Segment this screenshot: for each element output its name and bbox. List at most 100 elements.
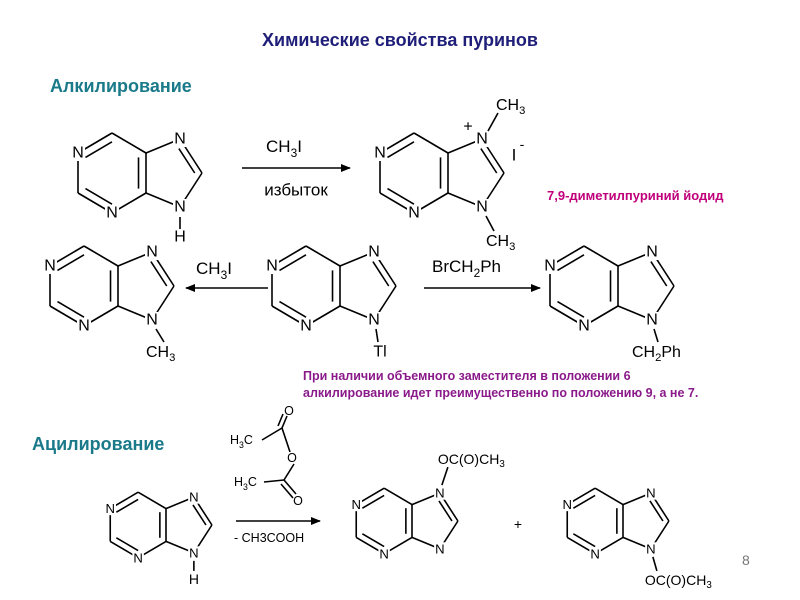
bond <box>281 415 288 429</box>
atom-N7: N <box>646 244 658 261</box>
double-bond <box>277 413 284 427</box>
atom-H: H <box>189 571 199 587</box>
atom-N7: N <box>435 486 444 501</box>
byproduct-ch3cooh: - CH3COOH <box>234 531 304 545</box>
product-9-acetylpurine: N N N N <box>561 486 670 561</box>
atom-N1: N <box>544 258 556 275</box>
double-bond <box>279 254 307 272</box>
double-bond <box>572 533 596 548</box>
atom-N3: N <box>133 550 142 565</box>
bond <box>583 245 619 267</box>
note-line-2: алкилирование идет преимущественно по по… <box>303 386 699 400</box>
atom-N9: N <box>368 312 380 329</box>
bond <box>261 427 283 441</box>
atom-N7: N <box>146 244 158 261</box>
double-bond <box>572 494 596 509</box>
atom-N1: N <box>266 258 278 275</box>
atom-N1: N <box>563 497 572 512</box>
double-bond <box>85 141 113 159</box>
atom-N7: N <box>174 131 186 148</box>
double-bond <box>387 187 415 205</box>
double-bond <box>178 148 196 174</box>
atom-N1: N <box>72 145 84 162</box>
bond-N9-CH2Ph <box>653 328 659 343</box>
double-bond <box>150 261 168 287</box>
double-bond <box>361 533 385 548</box>
atom-N7: N <box>476 131 488 148</box>
double-bond <box>279 300 307 318</box>
atom-N9: N <box>646 312 658 329</box>
bond <box>283 463 295 481</box>
benzyl-N9: CH2Ph <box>632 344 681 365</box>
bond <box>83 245 119 267</box>
double-bond <box>372 261 390 287</box>
bond-N7-acyl <box>441 466 449 486</box>
acyl-N7: OC(O)CH3 <box>438 451 505 470</box>
bond <box>383 487 413 506</box>
product-9-benzylpurine: N N N N <box>543 244 675 335</box>
atom-N7: N <box>189 490 198 505</box>
atom-N1: N <box>44 258 56 275</box>
plus-sign: + <box>514 516 522 532</box>
bond <box>111 132 147 154</box>
bond <box>281 427 291 453</box>
charge-minus: - <box>520 136 525 152</box>
atom-N9: N <box>476 199 488 216</box>
double-bond <box>57 300 85 318</box>
atom-N3: N <box>78 318 90 335</box>
product-name: 7,9-диметилпуриний йодид <box>547 188 724 203</box>
charge-plus: + <box>463 119 472 136</box>
double-bond <box>650 261 668 287</box>
atom-N9: N <box>646 541 655 556</box>
atom-N9: N <box>189 545 198 560</box>
atom-N1: N <box>352 497 361 512</box>
atom-O-bridge: O <box>287 451 297 465</box>
bond <box>305 245 341 267</box>
bond <box>594 487 624 506</box>
regioselectivity-note: При наличии объемного заместителя в поло… <box>303 368 698 402</box>
section-acylation: Ацилирование <box>32 434 165 454</box>
slide-title: Химические свойства пуринов <box>262 30 538 50</box>
double-bond <box>192 504 207 526</box>
double-bond <box>115 498 139 513</box>
iodide-ion: I <box>512 146 517 165</box>
double-bond <box>280 483 294 499</box>
atom-O: O <box>293 494 303 508</box>
bond-N9-acyl <box>652 556 658 572</box>
atom-N3: N <box>300 318 312 335</box>
atom-N1: N <box>106 501 115 516</box>
double-bond <box>57 254 85 272</box>
atom-N9: N <box>435 541 444 556</box>
bond <box>413 132 449 154</box>
methyl-h3c-2: H3C <box>234 475 257 492</box>
reagent-ch3i-left: CH3I <box>196 259 232 283</box>
double-bond <box>85 187 113 205</box>
page-number: 8 <box>742 552 750 568</box>
double-bond <box>115 537 139 552</box>
atom-N7: N <box>646 486 655 501</box>
atom-N3: N <box>590 546 599 561</box>
double-bond <box>438 500 453 522</box>
note-line-1: При наличии объемного заместителя в поло… <box>303 369 631 383</box>
double-bond <box>387 141 415 159</box>
reagent-brch2ph: BrCH2Ph <box>432 257 501 281</box>
bond <box>283 479 297 495</box>
atom-N3: N <box>578 318 590 335</box>
atom-N1: N <box>374 145 386 162</box>
bond-N9-Tl <box>375 328 379 343</box>
double-bond <box>557 300 585 318</box>
atom-N9: N <box>146 312 158 329</box>
bond <box>137 491 167 510</box>
double-bond <box>557 254 585 272</box>
section-alkylation: Алкилирование <box>50 76 192 96</box>
double-bond <box>480 148 498 174</box>
bond-N9-CH3 <box>155 328 165 343</box>
reagent-ch3i-top: CH3I <box>266 137 302 161</box>
